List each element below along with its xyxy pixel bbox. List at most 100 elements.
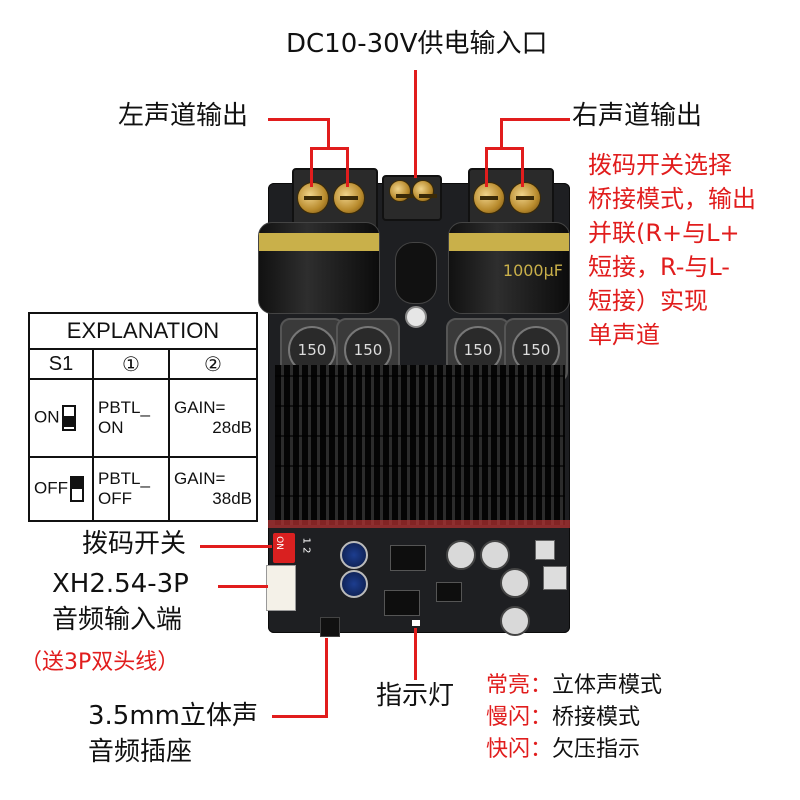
chip [390,545,426,571]
dip-switch [273,533,295,563]
cell-line: 38dB [212,489,252,508]
screw-icon [389,180,414,202]
small-capacitor [500,568,530,598]
callout-line [268,118,328,121]
table-cell: GAIN= 28dB [168,378,258,458]
cell-line: PBTL_ [98,398,150,417]
test-pad [543,566,567,590]
screw-icon [473,182,505,214]
switch-state: ON [34,407,60,427]
cable-note: （送3P双头线） [20,650,180,675]
callout-line [521,147,524,187]
indicator-legend: 常亮：立体声模式 慢闪：桥接模式 快闪：欠压指示 [486,670,662,766]
capacitor-band [449,233,569,251]
table-cell: GAIN= 38dB [168,456,258,522]
note-line: 桥接模式，输出 [588,185,756,213]
table-header: ① [92,348,170,380]
callout-line [485,147,523,150]
legend-key: 快闪： [486,737,553,762]
legend-key: 慢闪： [486,705,553,730]
switch-on-icon [61,405,76,431]
right-output-label: 右声道输出 [572,101,703,131]
heatsink [275,365,565,525]
chip [384,590,420,616]
screw-icon [333,182,365,214]
legend-row: 慢闪：桥接模式 [486,702,662,734]
switch-state-cell: ON [28,378,94,458]
cell-line: OFF [98,489,132,508]
small-capacitor [480,540,510,570]
indicator-led [412,620,420,626]
capacitor-left [258,222,380,314]
left-output-label: 左声道输出 [118,101,249,131]
dip-switch-label: 拨码开关 [82,529,187,559]
legend-value: 立体声模式 [552,673,663,698]
audio-jack [320,617,340,637]
callout-line [500,118,503,148]
cell-line: GAIN= [174,398,226,417]
bridge-mode-note: 拨码开关选择 桥接模式，输出 并联(R+与L+ 短接，R-与L- 短接）实现 单… [588,148,756,352]
indicator-label: 指示灯 [376,681,455,711]
dip-switch-number-label: 1 2 [300,537,312,554]
note-line: 短接，R-与L- [588,253,730,281]
cell-line: PBTL_ [98,469,150,488]
switch-state-cell: OFF [28,456,94,522]
legend-row: 常亮：立体声模式 [486,670,662,702]
callout-line [310,147,348,150]
blue-capacitor [340,541,368,569]
callout-line [346,147,349,187]
screw-icon [412,180,437,202]
test-pad [535,540,555,560]
small-capacitor [500,606,530,636]
note-line: 短接）实现 [588,287,708,315]
xh-connector [266,565,296,611]
callout-line [414,70,417,178]
note-line: 单声道 [588,321,660,349]
table-cell: PBTL_ OFF [92,456,170,522]
callout-line [325,638,328,718]
switch-off-icon [70,476,84,502]
legend-value: 桥接模式 [552,705,641,730]
callout-line [310,147,313,187]
callout-line [414,628,417,680]
table-cell: PBTL_ ON [92,378,170,458]
capacitor-right: 1000μF [448,222,570,314]
heatsink-edge [268,520,570,528]
explanation-table: EXPLANATION S1 ① ② ON PBTL_ ON GAIN= 28d… [28,312,258,522]
cell-line: ON [98,418,124,437]
audio-input-label: 音频输入端 [52,605,183,635]
blue-capacitor [340,570,368,598]
cell-line: 28dB [212,418,252,437]
jack-label: 3.5mm立体声 [88,701,259,731]
xh-connector-label: XH2.54-3P [52,569,189,599]
legend-key: 常亮： [486,673,553,698]
capacitor-band [259,233,379,251]
callout-line [500,118,570,121]
callout-line [272,715,328,718]
screw-icon [509,182,541,214]
small-capacitor [446,540,476,570]
center-capacitor [395,242,437,304]
callout-line [485,147,488,187]
dip-switch-on-label: ON [273,536,284,550]
table-header: ② [168,348,258,380]
callout-line [218,585,268,588]
note-line: 并联(R+与L+ [588,219,740,247]
table-header: S1 [28,348,94,380]
table-row: ON PBTL_ ON GAIN= 28dB [28,378,258,458]
note-line: 拨码开关选择 [588,151,732,179]
cell-line: GAIN= [174,469,226,488]
mount-hole [405,306,427,328]
callout-line [200,545,272,548]
chip [436,582,462,602]
legend-row: 快闪：欠压指示 [486,734,662,766]
table-row: OFF PBTL_ OFF GAIN= 38dB [28,456,258,522]
table-title: EXPLANATION [28,312,258,350]
power-input-label: DC10-30V供电输入口 [286,29,548,59]
capacitor-label: 1000μF [502,261,563,280]
screw-icon [297,182,329,214]
legend-value: 欠压指示 [552,737,641,762]
switch-state: OFF [34,478,68,498]
jack-label-2: 音频插座 [88,737,193,767]
callout-line [327,118,330,148]
